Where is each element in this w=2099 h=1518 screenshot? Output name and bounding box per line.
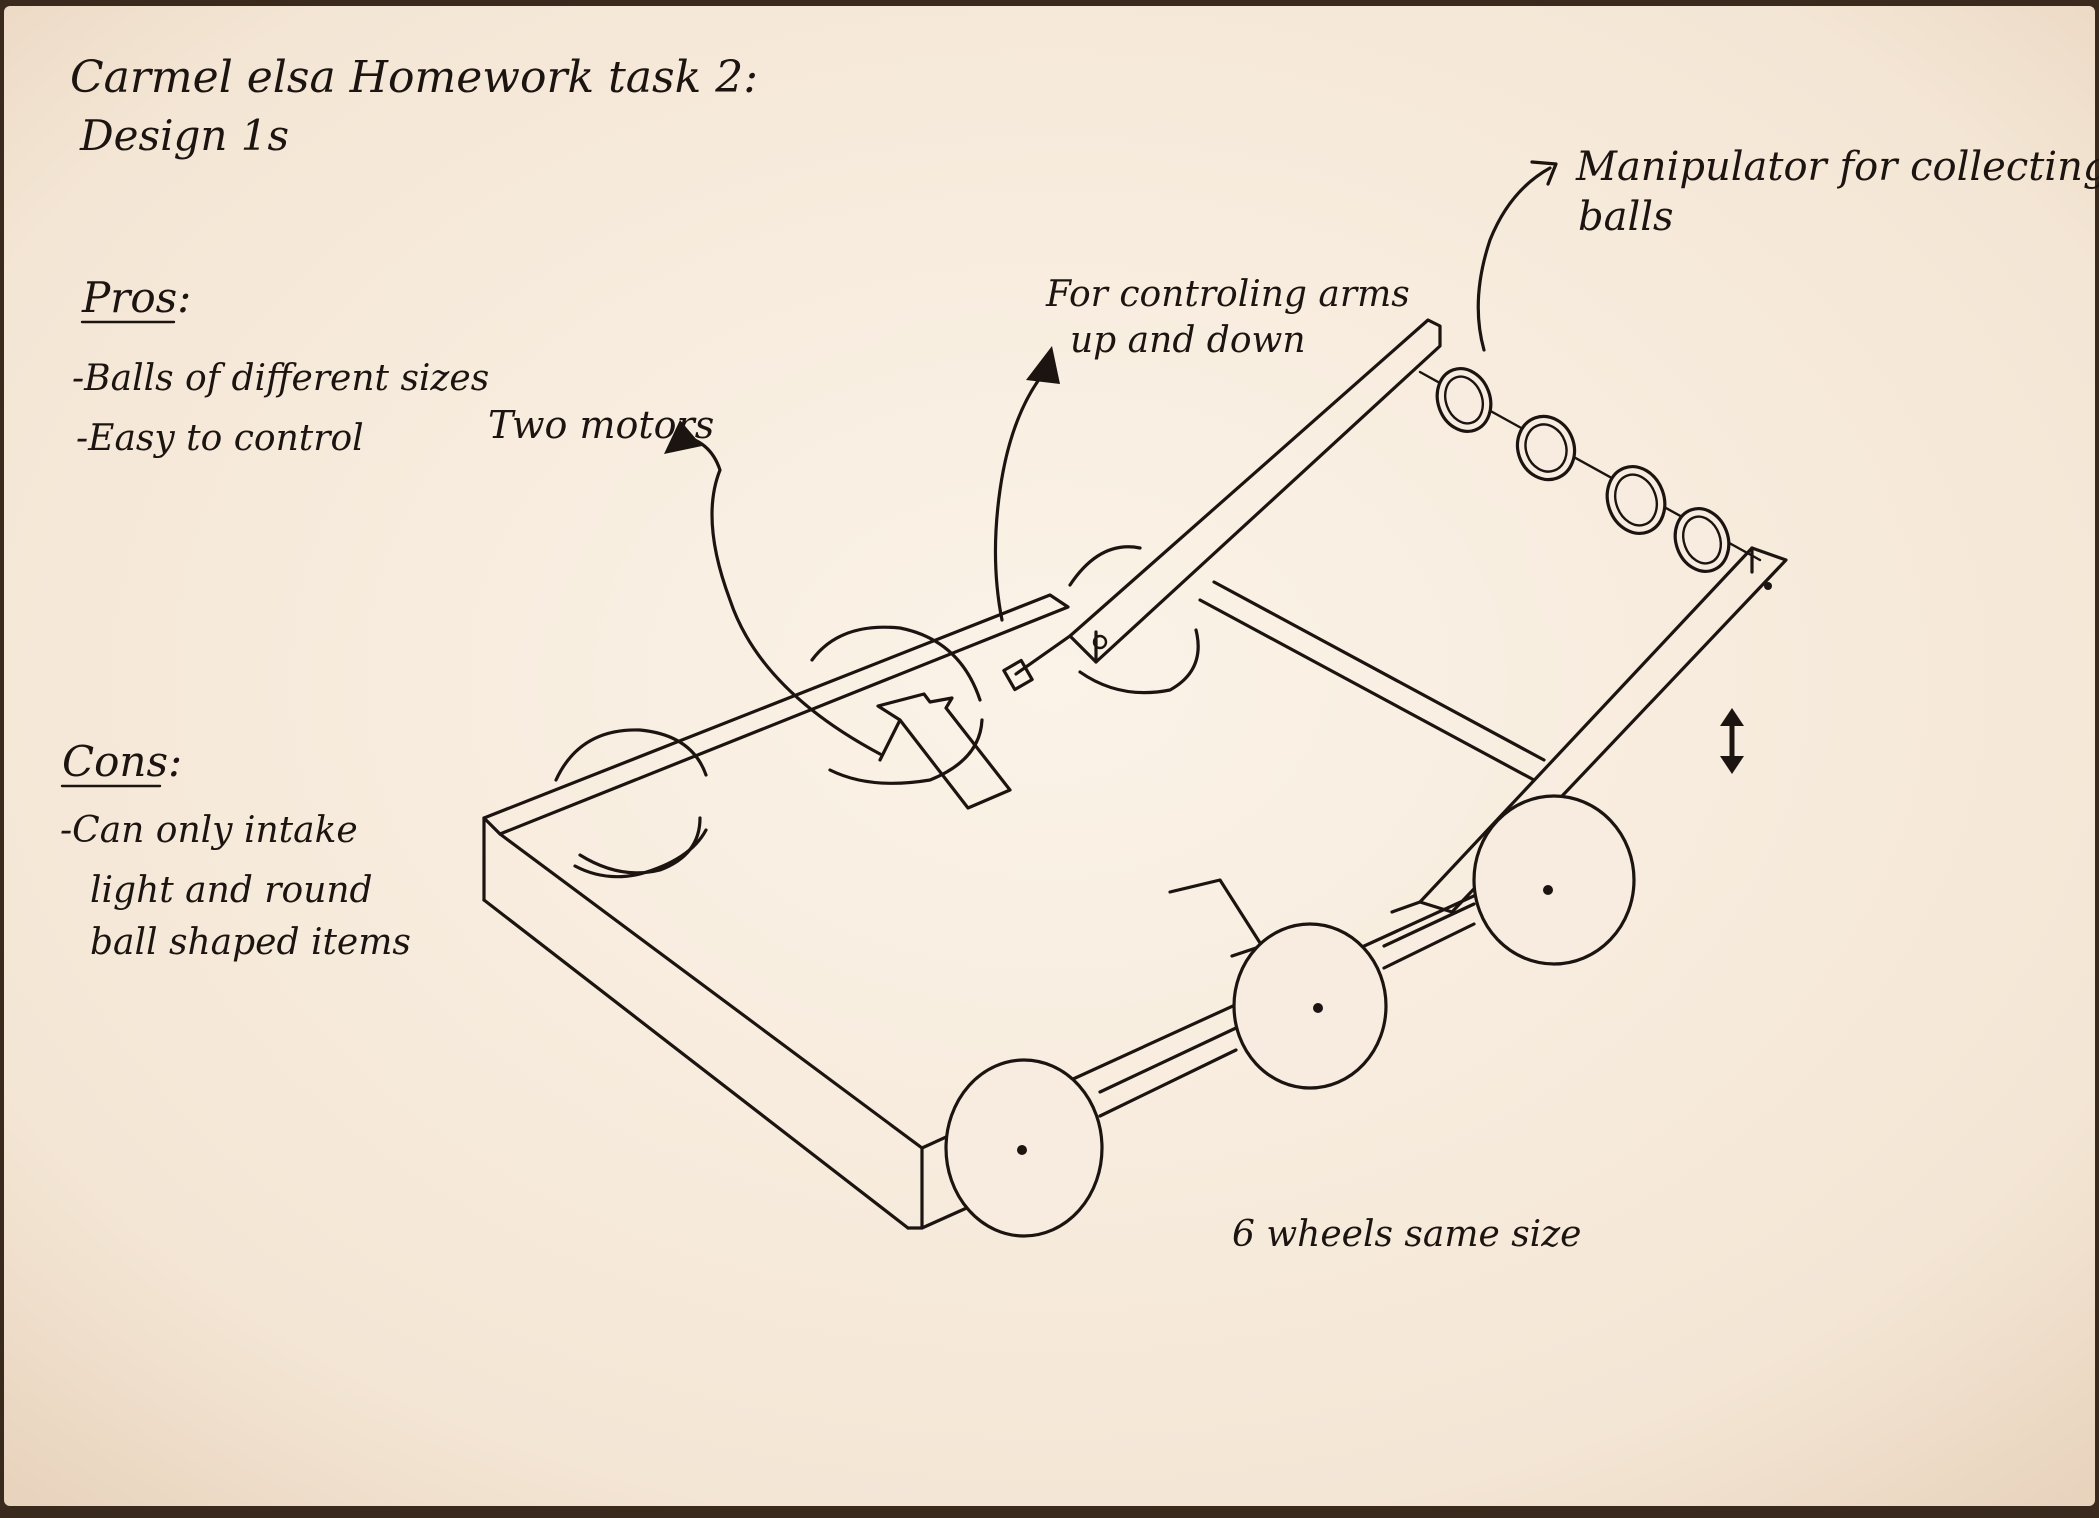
header-line-1: Carmel elsa Homework task 2: — [70, 52, 758, 103]
arms-label-line-1: For controling arms — [1045, 274, 1410, 315]
pros-item-2: -Easy to control — [76, 418, 364, 459]
front-wheels — [944, 794, 1636, 1238]
arms-label-line-2: up and down — [1070, 320, 1306, 361]
manipulator-label-line-1: Manipulator for collecting — [1575, 144, 2099, 190]
right-arm — [1390, 546, 1788, 914]
wheel-front-2 — [1232, 922, 1388, 1090]
wheels-label: 6 wheels same size — [1232, 1214, 1581, 1255]
manipulator-label-line-2: balls — [1578, 194, 1674, 240]
cons-line-3: ball shaped items — [90, 922, 411, 963]
wheel-front-3 — [1472, 794, 1636, 966]
ball-manipulator — [1418, 367, 1762, 573]
wheel-hub-dot-icon — [1543, 885, 1553, 895]
wheel-hub-dot-icon — [1313, 1003, 1323, 1013]
cons-heading: Cons: — [62, 737, 182, 786]
annotation-arrows — [664, 160, 1744, 774]
hidden-back-wheels — [554, 545, 1200, 875]
cons-line-2: light and round — [90, 870, 373, 911]
double-arrow-vertical-icon — [1720, 708, 1744, 774]
curved-arrow-head-icon — [1530, 160, 1558, 186]
curved-arrow-head-icon — [1026, 346, 1060, 384]
curved-arrow-icon — [993, 376, 1042, 622]
curved-arrow-icon — [678, 434, 882, 756]
paper — [4, 6, 2095, 1506]
header-line-2: Design 1s — [79, 111, 289, 160]
pros-item-1: -Balls of different sizes — [72, 358, 489, 399]
curved-arrow-head-icon — [664, 420, 702, 454]
wheel-hub-dot-icon — [1017, 1145, 1027, 1155]
cons-line-1: -Can only intake — [60, 810, 358, 851]
left-arm — [1002, 318, 1442, 692]
curved-arrow-icon — [1476, 166, 1552, 352]
robot-drawing — [482, 318, 1788, 1238]
motor-block — [876, 692, 1012, 810]
side-rail — [1098, 902, 1476, 1118]
pros-heading: Pros: — [81, 273, 191, 322]
arm-pivot-icon — [1092, 634, 1108, 650]
